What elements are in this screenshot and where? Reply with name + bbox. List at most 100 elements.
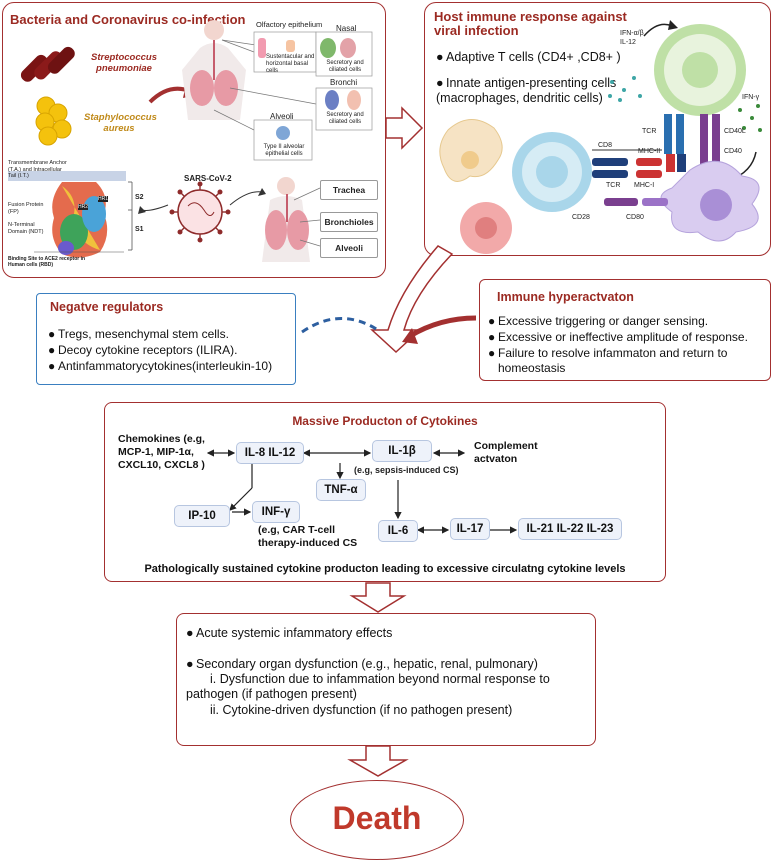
hyper-item-2: ●Excessive or ineffective amplitude of r… xyxy=(488,330,748,344)
effects-panel xyxy=(176,613,596,746)
negative-item-3-text: Antinfammatorycytokines(interleukin-10) xyxy=(58,359,273,373)
ip10-node: IP-10 xyxy=(174,505,230,527)
host-immune-title: Host immune response against viral infec… xyxy=(434,10,627,38)
il1b-note: (e.g, sepsis-induced CS) xyxy=(354,465,459,475)
alveoli-top-label: Alveoli xyxy=(270,112,294,121)
negative-item-1: ●Tregs, mesenchymal stem cells. xyxy=(48,327,229,341)
cd8-label: CD8 xyxy=(598,142,613,149)
spike-label-anchor: Transmembrane Anchor (T.A.) and Intracel… xyxy=(8,160,67,180)
hyper-item-1: ●Excessive triggering or danger sensing. xyxy=(488,314,709,328)
lungs-icon xyxy=(262,177,310,262)
hyper-item-3-cont: homeostasis xyxy=(498,361,566,375)
mhc1-label: MHC-I xyxy=(634,182,655,189)
ifn-ab-label: IFN-α/β xyxy=(620,30,644,37)
negative-item-1-text: Tregs, mesenchymal stem cells. xyxy=(58,327,229,341)
mhc2-label: MHC-II xyxy=(638,148,661,155)
alveoli-cells-label: Type II alveolar epithelial cells xyxy=(263,144,305,158)
cytotoxic-t-cell-icon xyxy=(512,132,592,212)
hyperactivation-panel xyxy=(479,279,771,381)
sustentacular-label: Sustentacular and horizontal basal cells xyxy=(266,54,315,75)
host-bullet-tcells: ●Adaptive T cells (CD4+ ,CD8+ ) xyxy=(436,50,621,64)
staphylococcus-icon xyxy=(35,96,72,146)
down-arrow-icon-1 xyxy=(349,582,407,613)
alveoli-organ-label: Alveoli xyxy=(320,238,378,258)
host-bullet-tcells-text: Adaptive T cells (CD4+ ,CD8+ ) xyxy=(446,50,621,64)
effects-bullet-1: ●Acute systemic infammatory effects xyxy=(186,626,393,640)
coinfection-title: Bacteria and Coronavirus co-infection xyxy=(10,12,246,27)
host-bullet-apc: ●Innate antigen-presenting cells(macroph… xyxy=(436,76,617,105)
host-immune-title-line2: viral infection xyxy=(434,23,519,38)
chemokines-line-3: CXCL10, CXCL8 ) xyxy=(118,459,205,471)
sars-cov-2-icon xyxy=(169,181,231,243)
effects-bullet-1-text: Acute systemic infammatory effects xyxy=(196,626,393,640)
hyper-item-2-text: Excessive or ineffective amplitude of re… xyxy=(498,330,748,344)
tnfa-node: TNF-α xyxy=(316,479,366,501)
chemokines-line-2: MCP-1, MIP-1α, xyxy=(118,446,194,458)
right-arrow-icon xyxy=(385,106,424,150)
complement-label: Complement actvaton xyxy=(474,440,538,466)
chemokines-label: Chemokines (e.g, MCP-1, MIP-1α, CXCL10, … xyxy=(118,433,205,472)
hr2-label: HR2 xyxy=(78,204,89,210)
human-body-icon xyxy=(182,20,246,120)
effects-sub-2: ii. Cytokine-driven dysfunction (if no p… xyxy=(186,703,512,718)
spike-label-ntd: N-Terminal Domain (NDT) xyxy=(8,222,44,235)
bronchi-label: Bronchi xyxy=(330,78,358,87)
infg-node: INF-γ xyxy=(252,501,300,523)
host-bullet-apc-text2: (macrophages, dendritic cells) xyxy=(436,91,603,105)
s1-label: S1 xyxy=(135,226,144,233)
il1b-node: IL-1β xyxy=(372,440,432,462)
dendritic-cell-icon xyxy=(660,160,760,242)
hyperactivation-title: Immune hyperactvaton xyxy=(497,290,634,304)
effects-sub-1-line1: i. Dysfunction due to infammation beyond… xyxy=(210,672,550,686)
negative-regulators-panel xyxy=(36,293,296,385)
host-immune-title-line1: Host immune response against xyxy=(434,9,627,24)
negative-item-2-text: Decoy cytokine receptors (ILIRA). xyxy=(58,343,238,357)
spike-label-rbd: Binding Site to ACE2 receptor in Human c… xyxy=(8,256,86,268)
death-outcome xyxy=(290,780,464,860)
complement-line-1: Complement xyxy=(474,440,538,452)
il8-il12-node: IL-8 IL-12 xyxy=(236,442,304,464)
macrophage-icon xyxy=(439,119,503,182)
tcr1-label: TCR xyxy=(642,128,657,135)
spike-label-fusion: Fusion Protein (FP) xyxy=(8,202,44,215)
death-label: Death xyxy=(332,800,422,836)
negative-regulators-title: Negatve regulators xyxy=(50,300,164,314)
effects-sub-1-line2: pathogen (if pathogen present) xyxy=(186,687,357,701)
ifn-g-label: IFN-γ xyxy=(742,94,760,101)
bronchi-cells-label: Secretory and ciliated cells xyxy=(326,112,364,126)
il17-node: IL-17 xyxy=(450,518,490,540)
t-cell-icon xyxy=(654,24,746,116)
complement-line-2: actvaton xyxy=(474,453,518,465)
bronchioles-label: Bronchioles xyxy=(320,212,378,232)
cytokines-title: Massive Producton of Cytokines xyxy=(292,414,478,428)
cd28-label: CD28 xyxy=(572,214,590,221)
trachea-label: Trachea xyxy=(320,180,378,200)
car-t-label: (e.g, CAR T-cell therapy-induced CS xyxy=(258,524,357,550)
hyper-item-3-text: Failure to resolve infammaton and return… xyxy=(498,346,728,360)
cytokines-footer: Pathologically sustained cytokine produc… xyxy=(144,563,626,575)
spike-protein-icon xyxy=(8,171,133,258)
effects-sub-1: i. Dysfunction due to infammation beyond… xyxy=(186,672,550,702)
car-t-line-2: therapy-induced CS xyxy=(258,537,358,549)
cd80-label: CD80 xyxy=(626,214,644,221)
negative-item-2: ●Decoy cytokine receptors (ILIRA). xyxy=(48,343,238,357)
effects-bullet-2-text: Secondary organ dysfunction (e.g., hepat… xyxy=(196,657,538,671)
nasal-cells-label: Secretory and ciliated cells xyxy=(326,60,364,74)
dashed-inhibition-curve xyxy=(301,317,379,334)
virus-label: SARS-CoV-2 xyxy=(184,174,232,183)
host-bullet-apc-text: Innate antigen-presenting cells xyxy=(446,76,617,90)
car-t-line-1: (e.g, CAR T-cell xyxy=(258,524,336,536)
il12-label: IL-12 xyxy=(620,39,636,46)
hyper-arrow xyxy=(408,315,477,339)
hyper-item-1-text: Excessive triggering or danger sensing. xyxy=(498,314,709,328)
hr1-label: HR1 xyxy=(98,196,109,202)
il6-node: IL-6 xyxy=(378,520,418,542)
negative-item-3: ●Antinfammatorycytokines(interleukin-10) xyxy=(48,359,273,373)
infected-cell-icon xyxy=(460,202,512,254)
cd40l-label: CD40L xyxy=(724,128,746,135)
cytokines-panel xyxy=(104,402,666,582)
